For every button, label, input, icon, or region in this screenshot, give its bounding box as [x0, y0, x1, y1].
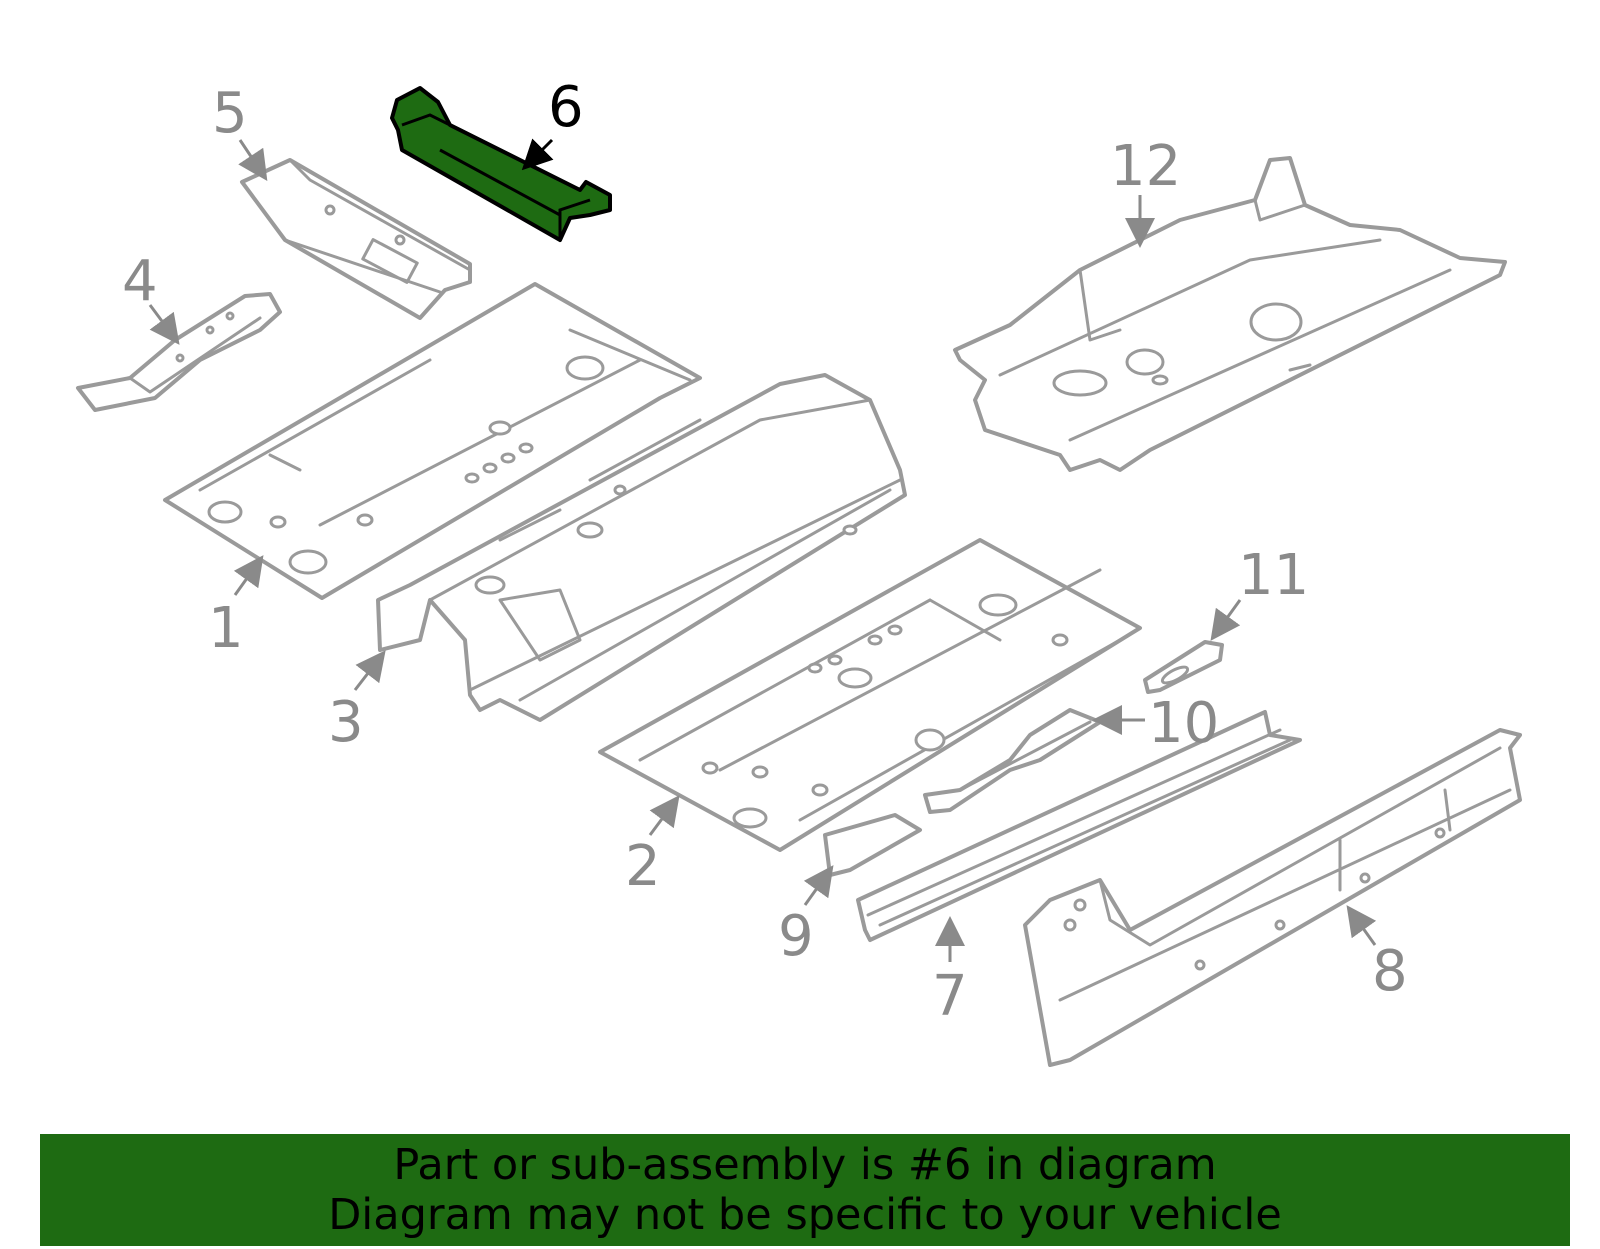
info-banner: Part or sub-assembly is #6 in diagram Di… [40, 1134, 1570, 1246]
callout-4[interactable]: 4 [122, 249, 158, 314]
callout-3[interactable]: 3 [328, 690, 364, 755]
part-7-sill[interactable] [856, 710, 1302, 942]
part-12-rear-floor[interactable] [953, 156, 1507, 472]
part-11-plate[interactable] [1143, 640, 1224, 694]
callout-8[interactable]: 8 [1372, 939, 1408, 1004]
callout-10[interactable]: 10 [1148, 691, 1219, 756]
part-3-tunnel[interactable] [376, 373, 907, 722]
callout-6[interactable]: 6 [548, 75, 584, 140]
callout-11[interactable]: 11 [1238, 543, 1309, 608]
callout-12[interactable]: 12 [1110, 134, 1181, 199]
callout-leaders [148, 138, 1377, 962]
part-4-reinforcement[interactable] [76, 292, 282, 412]
part-2-floor-pan[interactable] [598, 538, 1142, 852]
callout-2[interactable]: 2 [625, 834, 661, 899]
part-8-rocker[interactable] [1023, 728, 1522, 1067]
callout-5[interactable]: 5 [212, 81, 248, 146]
part-6-crossmember[interactable] [390, 86, 612, 242]
part-9-bracket[interactable] [823, 813, 922, 877]
callout-7[interactable]: 7 [932, 964, 968, 1029]
part-5-bracket[interactable] [240, 158, 472, 320]
banner-line-2: Diagram may not be specific to your vehi… [328, 1190, 1282, 1240]
part-1-floor-pan[interactable] [163, 282, 702, 600]
callout-9[interactable]: 9 [778, 904, 814, 969]
banner-line-1: Part or sub-assembly is #6 in diagram [393, 1140, 1217, 1190]
callout-1[interactable]: 1 [208, 596, 244, 661]
